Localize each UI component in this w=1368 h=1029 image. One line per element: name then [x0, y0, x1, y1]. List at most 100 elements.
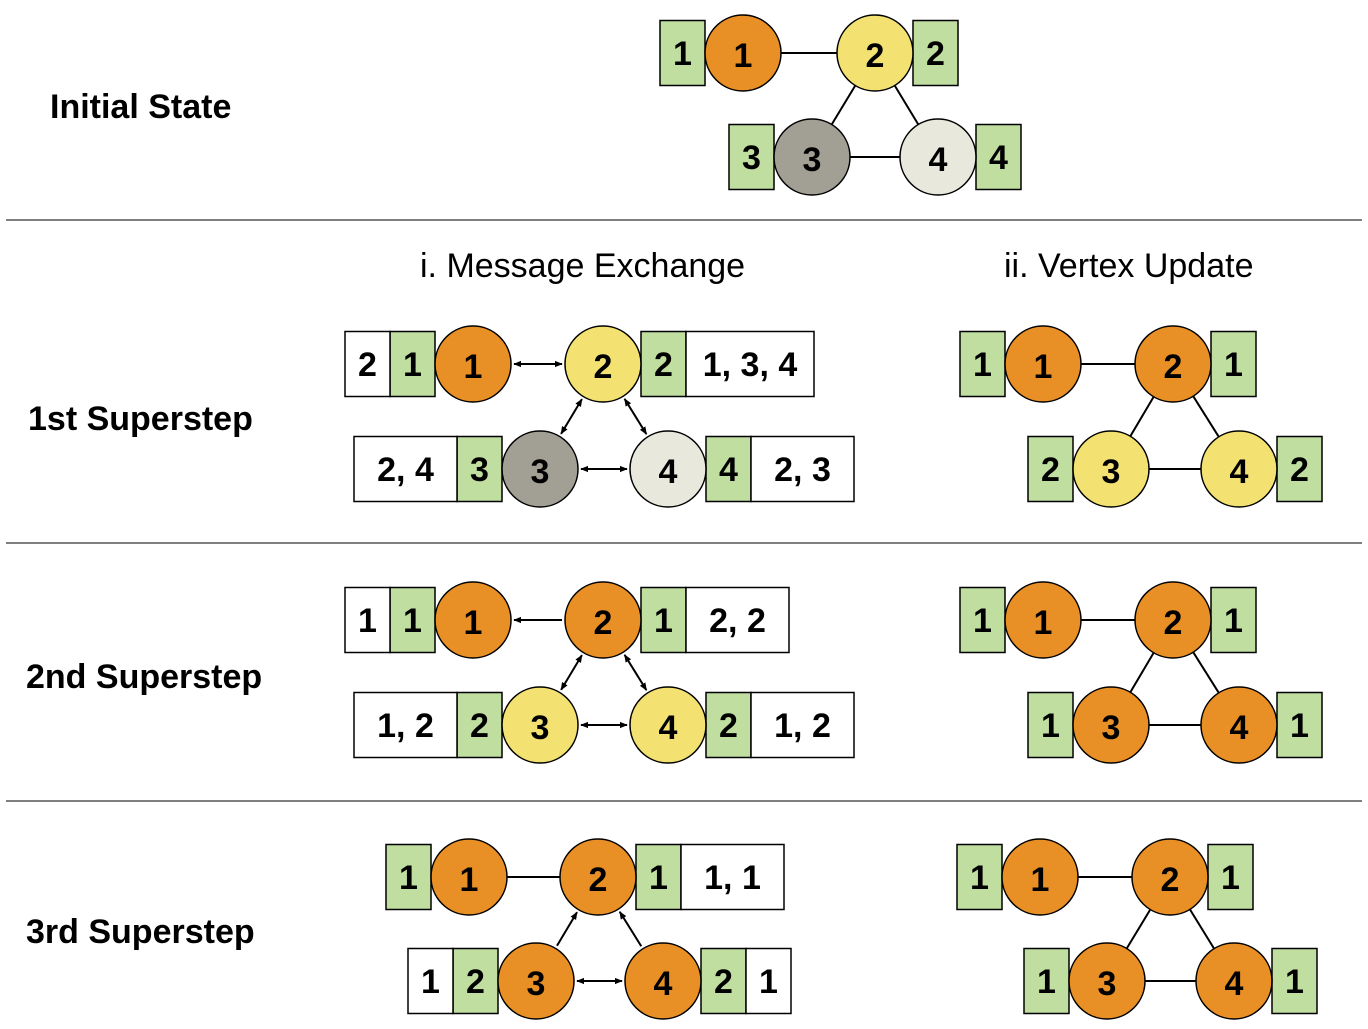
- value-box-label: 2: [1290, 451, 1309, 489]
- message-box-label: 2, 4: [377, 451, 434, 489]
- vertex-4: [624, 942, 702, 1020]
- vertex-2: [1131, 838, 1209, 916]
- edge-2-3: [560, 654, 583, 691]
- vertex-2: [1134, 325, 1212, 403]
- value-box-label: 1: [970, 859, 989, 897]
- vertex-label: 1: [464, 348, 483, 386]
- vertex-2: [1134, 581, 1212, 659]
- vertex-label: 4: [929, 141, 948, 179]
- vertex-label: 1: [1034, 348, 1053, 386]
- value-box-label: 1: [649, 859, 668, 897]
- vertex-label: 4: [659, 453, 678, 491]
- vertex-label: 1: [734, 37, 753, 75]
- message-box-label: 1, 2: [774, 707, 831, 745]
- vertex-2: [564, 581, 642, 659]
- edge-2-3: [560, 398, 583, 435]
- vertex-3: [501, 686, 579, 764]
- edges: [513, 360, 648, 473]
- value-box-label: 1: [973, 602, 992, 640]
- edge-4-2: [618, 911, 643, 947]
- edge-2-4: [893, 84, 920, 126]
- vertex-label: 3: [803, 141, 822, 179]
- message-box: [685, 586, 790, 654]
- edge-2-4: [623, 654, 648, 691]
- nodes: 1 2 3 4: [704, 14, 977, 196]
- vertex-label: 1: [1034, 604, 1053, 642]
- value-box-label: 2: [719, 707, 738, 745]
- value-box-label: 1: [1224, 346, 1243, 384]
- value-box-label: 1: [1290, 707, 1309, 745]
- value-box-label: 1: [403, 602, 422, 640]
- value-box: [659, 19, 706, 87]
- row-label-initial-state: Initial State: [50, 88, 231, 126]
- edges: [507, 876, 643, 985]
- edge-2-4: [1189, 908, 1215, 950]
- value-box: [1210, 330, 1257, 398]
- value-box: [959, 330, 1006, 398]
- message-box: [353, 435, 458, 503]
- value-box: [1207, 843, 1254, 911]
- message-box-label: 2: [358, 346, 377, 384]
- vertex-label: 3: [1102, 709, 1121, 747]
- vertex-3: [1068, 942, 1146, 1020]
- vertex-label: 4: [659, 709, 678, 747]
- edges: [1081, 363, 1220, 470]
- vertex-label: 4: [654, 965, 673, 1003]
- value-box-label: 2: [466, 963, 485, 1001]
- vertex-3: [773, 118, 851, 196]
- value-box-label: 1: [973, 346, 992, 384]
- value-box-label: 2: [714, 963, 733, 1001]
- edge-3-2: [556, 911, 578, 947]
- edge-2-3: [1129, 396, 1155, 437]
- value-box-label: 1: [673, 35, 692, 73]
- value-box-label: 1: [1285, 963, 1304, 1001]
- vertex-2: [564, 325, 642, 403]
- vertex-3: [1072, 686, 1150, 764]
- value-box: [456, 691, 503, 759]
- value-box-label: 1: [1037, 963, 1056, 1001]
- value-box-label: 2: [654, 346, 673, 384]
- message-box-label: 2, 2: [709, 602, 766, 640]
- vertex-label: 1: [460, 861, 479, 899]
- column-header-message-exchange: i. Message Exchange: [420, 247, 745, 285]
- boxes: 1 2 3 4: [659, 19, 1022, 191]
- value-box: [1027, 435, 1074, 503]
- vertex-label: 3: [1098, 965, 1117, 1003]
- vertex-1: [704, 14, 782, 92]
- vertex-3: [501, 430, 579, 508]
- edge-2-3: [1125, 908, 1152, 950]
- value-box-label: 2: [926, 35, 945, 73]
- message-box-label: 1: [358, 602, 377, 640]
- vertex-4: [1200, 430, 1278, 508]
- value-box-label: 3: [470, 451, 489, 489]
- value-box: [389, 330, 436, 398]
- value-box: [700, 947, 747, 1015]
- vertex-label: 2: [594, 604, 613, 642]
- vertex-4: [1200, 686, 1278, 764]
- value-box-label: 1: [403, 346, 422, 384]
- value-box-label: 1: [1041, 707, 1060, 745]
- message-box-label: 1: [421, 963, 440, 1001]
- vertex-2: [836, 14, 914, 92]
- row-label-superstep-1: 1st Superstep: [28, 400, 253, 438]
- value-box-label: 2: [470, 707, 489, 745]
- message-box: [344, 330, 391, 398]
- vertex-label: 1: [1031, 861, 1050, 899]
- edge-2-3: [830, 84, 857, 126]
- vertex-3: [497, 942, 575, 1020]
- vertex-label: 2: [1164, 604, 1183, 642]
- message-box-label: 2, 3: [774, 451, 831, 489]
- vertex-3: [1072, 430, 1150, 508]
- vertex-1: [1004, 325, 1082, 403]
